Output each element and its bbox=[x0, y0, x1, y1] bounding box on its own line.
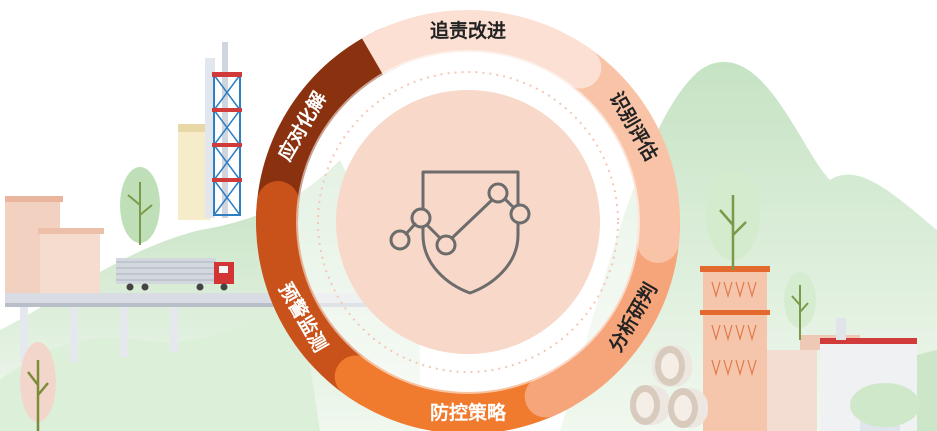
segment-respond bbox=[256, 26, 412, 222]
left-buildings bbox=[5, 196, 104, 295]
segment-monitor bbox=[256, 181, 383, 406]
segment-trace bbox=[362, 9, 602, 89]
pipe-stack-icon bbox=[630, 345, 708, 428]
segment-analyze bbox=[524, 222, 680, 418]
bridge bbox=[5, 293, 425, 362]
shield-trend-chart-icon bbox=[389, 170, 531, 295]
truck-icon bbox=[116, 258, 234, 291]
segment-label-prevent: 防控策略 bbox=[430, 401, 507, 424]
segment-label-trace: 追责改进 bbox=[430, 19, 506, 42]
right-trees bbox=[706, 170, 920, 427]
segment-identify bbox=[553, 38, 680, 263]
factory-icon bbox=[178, 42, 228, 220]
lattice-tower-icon bbox=[212, 72, 242, 216]
tree-icon bbox=[20, 167, 160, 431]
